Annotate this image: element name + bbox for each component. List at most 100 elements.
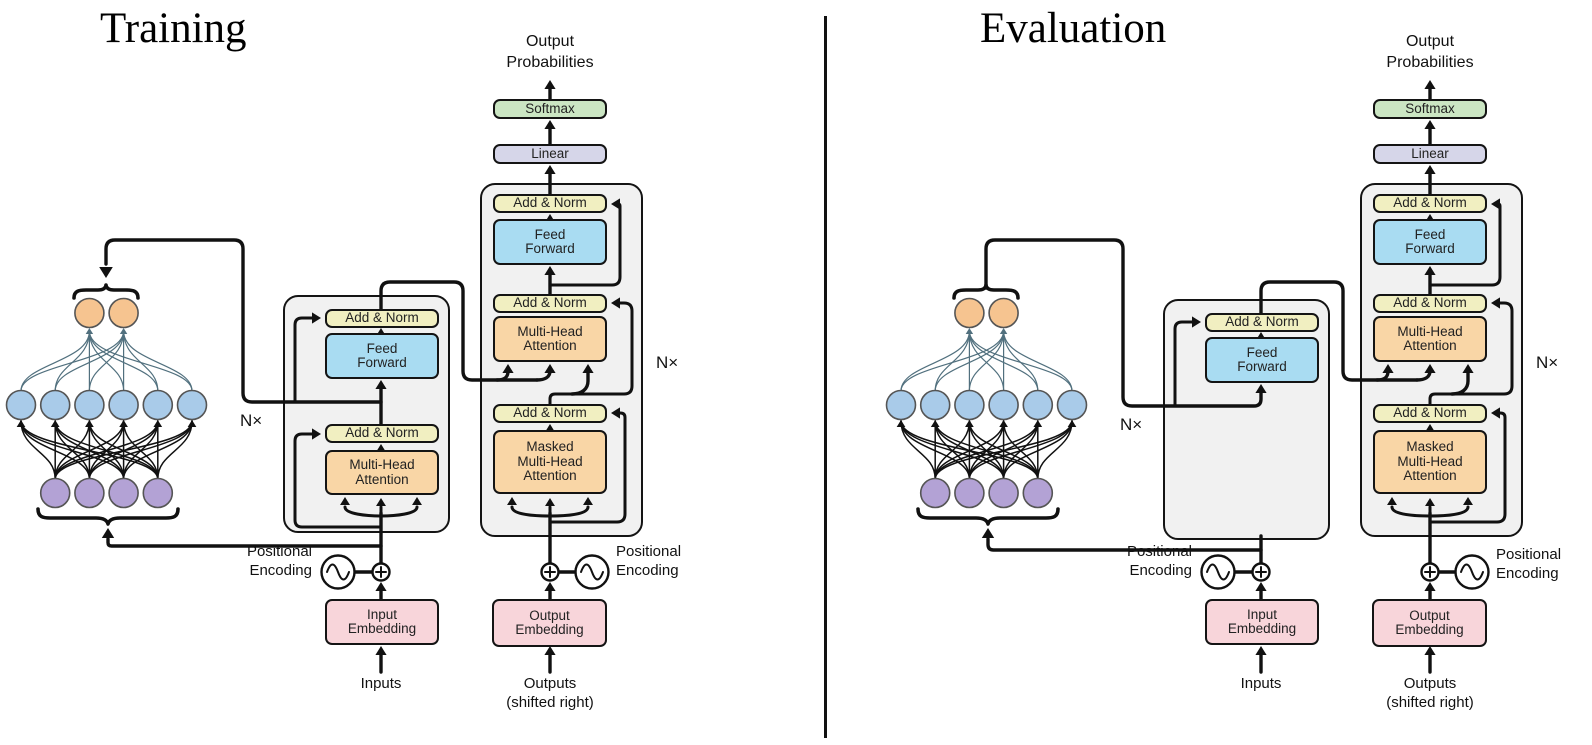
add-norm-box: Add & Norm	[1205, 313, 1319, 332]
label: Positional	[616, 543, 682, 560]
label: Linear	[1411, 145, 1449, 161]
label: Multi-Head	[1397, 323, 1463, 339]
label: Positional	[1126, 543, 1192, 560]
label: Outputs	[523, 675, 577, 692]
encoder-stack-container	[1163, 299, 1330, 540]
n-times-label: N×	[1120, 415, 1143, 434]
label: Add & Norm	[1225, 314, 1299, 330]
label: Output	[1405, 33, 1455, 50]
label: Output	[529, 607, 570, 623]
add-norm-box: Add & Norm	[1373, 194, 1487, 213]
label: Add & Norm	[513, 405, 587, 421]
label: Positional	[246, 543, 312, 560]
label: Encoding	[1496, 565, 1559, 582]
positional-encoding-label: Positional Encoding	[1496, 545, 1592, 583]
label: Forward	[1237, 359, 1287, 374]
label: Output	[1409, 607, 1450, 623]
add-norm-box: Add & Norm	[325, 309, 439, 328]
label: Attention	[1403, 468, 1457, 484]
label: Softmax	[1405, 100, 1455, 116]
softmax-box: Softmax	[493, 99, 607, 119]
label: Forward	[357, 355, 407, 370]
inputs-label: Inputs	[1240, 675, 1282, 692]
outputs-label: Outputs (shifted right)	[1355, 674, 1505, 712]
label: Embedding	[1395, 622, 1464, 637]
label: Embedding	[515, 622, 584, 637]
outputs-label: Outputs (shifted right)	[475, 674, 625, 712]
label: Encoding	[616, 562, 679, 579]
panel-title: Evaluation	[980, 5, 1167, 52]
label: Encoding	[249, 562, 312, 579]
softmax-box: Softmax	[1373, 99, 1487, 119]
label: Attention	[523, 468, 577, 484]
label: Masked	[526, 439, 574, 455]
label: Add & Norm	[1393, 405, 1467, 421]
label: Feed	[534, 226, 566, 242]
positional-encoding-label: Positional Encoding	[616, 542, 726, 580]
output-probabilities-label: Output Probabilities	[475, 31, 625, 73]
label: Multi-Head	[517, 323, 583, 339]
label: Feed	[1246, 344, 1278, 360]
label: Output	[525, 33, 575, 50]
label: Probabilities	[1386, 54, 1474, 71]
label: (shifted right)	[1386, 694, 1474, 711]
label: Attention	[355, 471, 409, 487]
label: Add & Norm	[1393, 195, 1467, 211]
label: Multi-Head	[517, 453, 583, 469]
add-norm-box: Add & Norm	[493, 404, 607, 423]
label: Add & Norm	[1393, 295, 1467, 311]
panel-divider	[824, 16, 827, 738]
label: Forward	[1405, 241, 1455, 256]
label: Masked	[1406, 439, 1454, 455]
label: Linear	[531, 145, 569, 161]
label: Add & Norm	[345, 310, 419, 326]
add-norm-box: Add & Norm	[1373, 294, 1487, 313]
label: Add & Norm	[513, 295, 587, 311]
label: Multi-Head	[1397, 453, 1463, 469]
label: Embedding	[347, 621, 417, 636]
label: Multi-Head	[349, 457, 415, 472]
add-norm-box: Add & Norm	[493, 194, 607, 213]
label: Forward	[525, 241, 575, 256]
label: Embedding	[1227, 621, 1297, 636]
panel-title: Training	[100, 5, 247, 52]
linear-box: Linear	[493, 144, 607, 164]
label: Encoding	[1129, 562, 1192, 579]
n-times-label: N×	[656, 353, 679, 372]
positional-encoding-label: Positional Encoding	[1090, 542, 1192, 580]
label: Probabilities	[506, 54, 594, 71]
n-times-label: N×	[1536, 353, 1559, 372]
label: Feed	[1414, 226, 1446, 242]
label: Attention	[1403, 338, 1457, 353]
linear-box: Linear	[1373, 144, 1487, 164]
add-norm-box: Add & Norm	[493, 294, 607, 313]
n-times-label: N×	[240, 411, 263, 430]
label: (shifted right)	[506, 694, 594, 711]
inputs-label: Inputs	[360, 675, 402, 692]
label: Input	[1246, 606, 1278, 622]
panel-training: Training Output Probabilities Softmax Li…	[100, 5, 726, 712]
label: Feed	[366, 340, 398, 356]
label: Add & Norm	[345, 425, 419, 441]
add-norm-box: Add & Norm	[1373, 404, 1487, 423]
label: Attention	[523, 338, 577, 353]
label: Outputs	[1403, 675, 1457, 692]
add-norm-box: Add & Norm	[325, 424, 439, 443]
label: Add & Norm	[513, 195, 587, 211]
label: Input	[366, 606, 398, 622]
label: Positional	[1496, 546, 1562, 563]
label: Softmax	[525, 100, 575, 116]
output-probabilities-label: Output Probabilities	[1355, 31, 1505, 73]
